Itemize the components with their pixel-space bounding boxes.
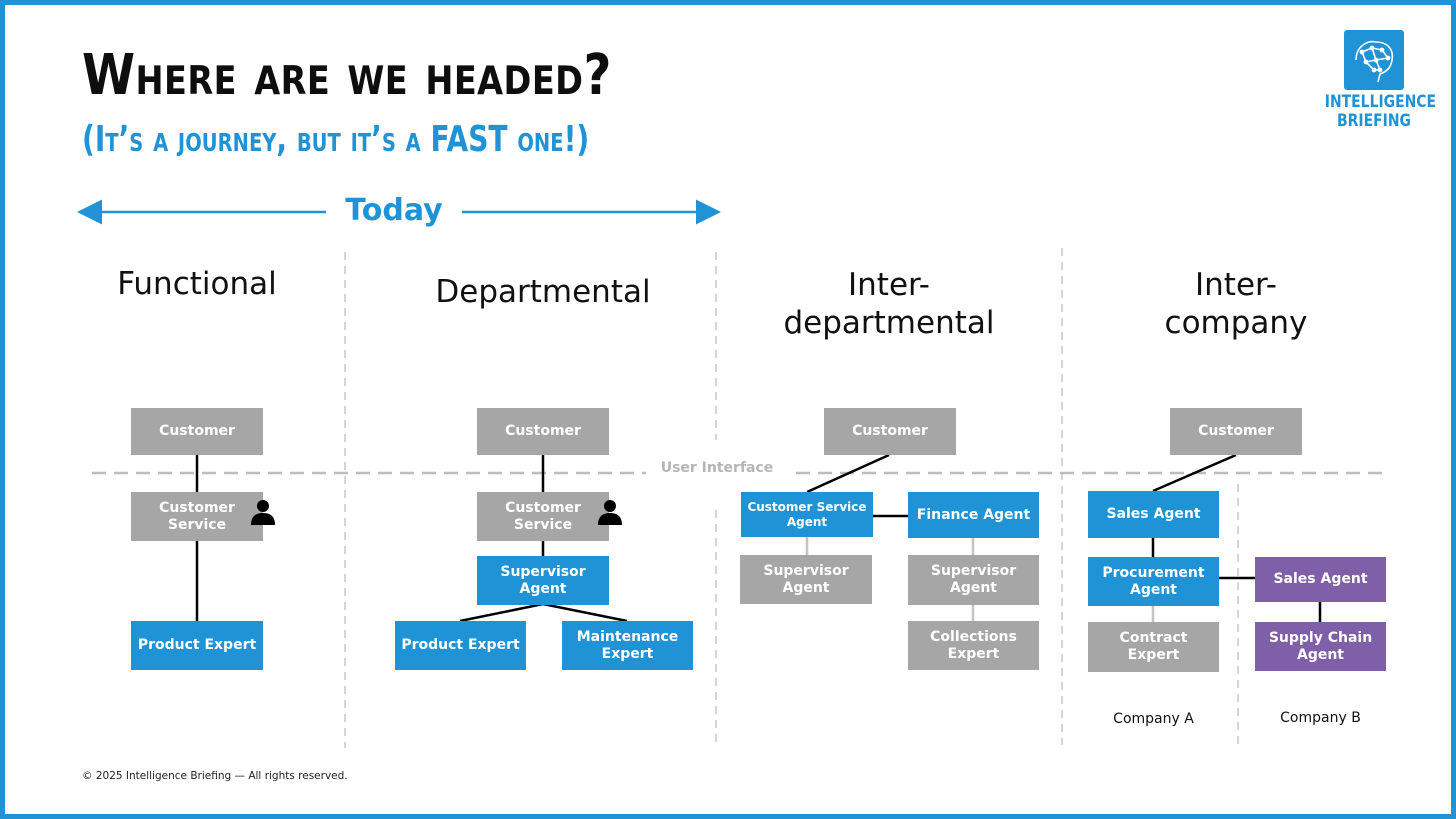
product-expert-box: Product Expert — [395, 621, 526, 670]
maintenance-expert-box: Maintenance Expert — [562, 621, 693, 670]
column-heading-functional: Functional — [62, 265, 332, 303]
collections-expert-box: Collections Expert — [908, 621, 1039, 670]
page-subtitle: (It’s a journey, but it’s a FAST one!) — [82, 119, 590, 160]
heading-line-1: Inter- — [848, 267, 930, 303]
supervisor-agent-box: Supervisor Agent — [740, 555, 872, 604]
heading-line: Departmental — [435, 274, 651, 310]
customer-service-box: Customer Service — [131, 492, 263, 541]
person-icon — [251, 500, 275, 525]
sales-agent-box-company-b: Sales Agent — [1255, 557, 1386, 602]
procurement-agent-box: Procurement Agent — [1088, 557, 1219, 606]
company-b-label: Company B — [1280, 710, 1361, 726]
heading-line-2: company — [1164, 305, 1308, 341]
heading-line-1: Inter- — [1195, 267, 1277, 303]
column-heading-departmental: Departmental — [398, 273, 688, 311]
logo-line-1: Intelligence — [1324, 92, 1437, 112]
finance-agent-box: Finance Agent — [908, 492, 1039, 538]
contract-expert-box: Contract Expert — [1088, 622, 1219, 672]
heading-line: Functional — [117, 266, 277, 302]
company-a-label: Company A — [1113, 711, 1194, 727]
supply-chain-agent-box: Supply Chain Agent — [1255, 622, 1386, 671]
heading-line-2: departmental — [783, 305, 995, 341]
supervisor-agent-box: Supervisor Agent — [908, 555, 1039, 605]
column-heading-interdepartmental: Inter- departmental — [750, 266, 1028, 342]
logo-line-2: Briefing — [1337, 111, 1411, 131]
supervisor-agent-box: Supervisor Agent — [477, 556, 609, 605]
user-interface-label: User Interface — [646, 457, 788, 479]
customer-box: Customer — [1170, 408, 1302, 455]
person-icon — [598, 500, 622, 525]
network-brain-icon — [1344, 30, 1404, 90]
customer-box: Customer — [477, 408, 609, 455]
customer-box: Customer — [131, 408, 263, 455]
logo-wordmark: Intelligence Briefing — [1324, 92, 1437, 131]
timeline-label: Today — [345, 193, 443, 228]
footer-copyright: © 2025 Intelligence Briefing — All right… — [82, 770, 348, 782]
customer-box: Customer — [824, 408, 956, 455]
page-title: Where are we headed? — [82, 43, 612, 108]
sales-agent-box: Sales Agent — [1088, 491, 1219, 538]
customer-service-agent-box: Customer Service Agent — [741, 492, 873, 537]
product-expert-box: Product Expert — [131, 621, 263, 670]
customer-service-box: Customer Service — [477, 492, 609, 541]
column-heading-intercompany: Inter- company — [1100, 266, 1372, 342]
network-brain-icon-graphic — [1355, 40, 1394, 83]
